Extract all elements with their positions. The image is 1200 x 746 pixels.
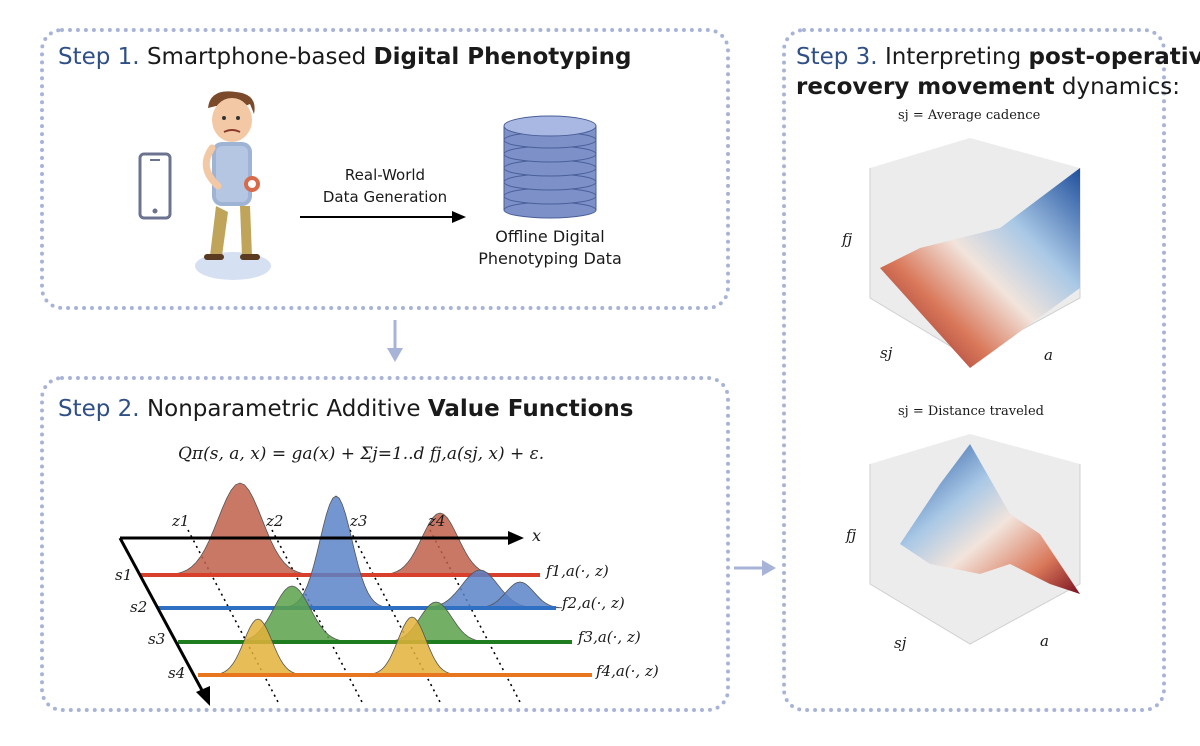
x-axis-arrowhead bbox=[508, 531, 524, 545]
peak-row2-a bbox=[287, 495, 385, 609]
z-guide-line bbox=[187, 529, 279, 703]
surface-plot-2 bbox=[869, 434, 1081, 645]
step2-number: Step 2. bbox=[58, 396, 140, 422]
database-top bbox=[503, 115, 597, 137]
down-arrow-icon bbox=[387, 320, 403, 362]
f-label-1: f1,a(·, z) bbox=[546, 562, 609, 580]
database-label-line1: Offline Digital bbox=[495, 227, 605, 246]
surface-plot-1 bbox=[869, 138, 1081, 368]
surface-plot-2-caption: sj = Distance traveled bbox=[898, 404, 1044, 419]
s-label-1: s1 bbox=[115, 566, 133, 584]
right-arrow-icon bbox=[734, 560, 776, 576]
value-function-equation: Qπ(s, a, x) = ga(x) + Σj=1..d fj,a(sj, x… bbox=[178, 444, 545, 464]
step1-panel bbox=[40, 28, 730, 310]
z-label-1: z1 bbox=[172, 512, 190, 530]
peak-row1-b bbox=[385, 512, 495, 576]
plot1-z-axis-label: fj bbox=[842, 230, 853, 248]
step3-title-plain1: Interpreting bbox=[884, 44, 1022, 70]
step3-title-plain2: dynamics: bbox=[1061, 74, 1180, 100]
step3-title-bold2: recovery movement bbox=[796, 74, 1055, 100]
step2-title: Step 2. Nonparametric Additive Value Fun… bbox=[58, 394, 633, 424]
plot2-x-axis-label: sj bbox=[894, 634, 907, 652]
z-guide-line bbox=[349, 529, 441, 703]
step2-panel bbox=[40, 376, 730, 712]
step1-title-plain: Smartphone-based bbox=[146, 44, 367, 70]
f-label-4: f4,a(·, z) bbox=[596, 662, 659, 680]
plot1-y-axis-label: a bbox=[1044, 346, 1053, 364]
f-label-3: f3,a(·, z) bbox=[578, 628, 641, 646]
x-axis-label: x bbox=[532, 526, 542, 545]
s-label-3: s3 bbox=[148, 630, 166, 648]
s-axis-arrowhead bbox=[196, 686, 210, 706]
plot1-x-axis-label: sj bbox=[880, 344, 893, 362]
z-label-3: z3 bbox=[350, 512, 368, 530]
peak-row4-b bbox=[369, 616, 455, 676]
step2-title-plain: Nonparametric Additive bbox=[146, 396, 421, 422]
additive-diagram bbox=[118, 482, 592, 706]
database-icon bbox=[503, 115, 597, 219]
surface-plot-1-caption: sj = Average cadence bbox=[898, 108, 1041, 123]
s-label-2: s2 bbox=[130, 598, 148, 616]
z-guide-line bbox=[271, 529, 363, 703]
step1-title-bold: Digital Phenotyping bbox=[373, 44, 632, 70]
z-guide-line bbox=[429, 529, 521, 703]
arrow-label: Real-World Data Generation bbox=[300, 164, 470, 208]
database-label: Offline Digital Phenotyping Data bbox=[470, 226, 630, 270]
arrow-label-line1: Real-World bbox=[344, 166, 426, 184]
peak-row2-c bbox=[477, 581, 563, 609]
plot2-y-axis-label: a bbox=[1040, 632, 1049, 650]
peak-row1-a bbox=[173, 482, 307, 576]
z-label-2: z2 bbox=[266, 512, 284, 530]
step1-title: Step 1. Smartphone-based Digital Phenoty… bbox=[58, 42, 631, 72]
z-label-4: z4 bbox=[428, 512, 446, 530]
s-label-4: s4 bbox=[168, 664, 186, 682]
peak-row4-a bbox=[215, 618, 301, 676]
f-label-2: f2,a(·, z) bbox=[562, 594, 625, 612]
step3-title-bold1: post-operative bbox=[1028, 44, 1200, 70]
database-label-line2: Phenotyping Data bbox=[478, 249, 622, 268]
step3-number: Step 3. bbox=[796, 44, 878, 70]
step3-panel bbox=[782, 28, 1166, 712]
plot2-z-axis-label: fj bbox=[846, 526, 857, 544]
smartphone-icon bbox=[138, 152, 172, 220]
step3-title: Step 3. Interpreting post-operative reco… bbox=[796, 42, 1200, 102]
step2-title-bold: Value Functions bbox=[427, 396, 634, 422]
step1-number: Step 1. bbox=[58, 44, 140, 70]
arrow-label-line2: Data Generation bbox=[322, 188, 448, 206]
patient-icon bbox=[195, 91, 271, 280]
s-axis-line bbox=[118, 537, 206, 695]
data-generation-arrow bbox=[300, 211, 466, 223]
